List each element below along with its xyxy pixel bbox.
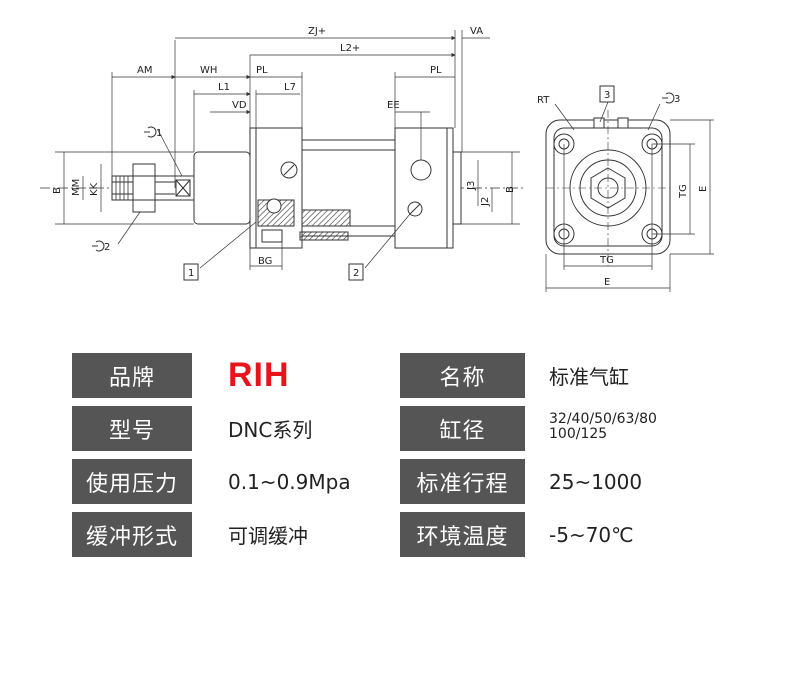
front-dimension-lines <box>545 101 714 292</box>
value-stroke: 25~1000 <box>525 459 728 504</box>
callout-box-1 <box>183 263 199 281</box>
label-temperature: 环境温度 <box>400 512 525 557</box>
value-temperature: -5~70℃ <box>525 512 728 557</box>
brand-logo: RIH <box>228 356 290 394</box>
value-model: DNC系列 <box>192 406 397 451</box>
dim-zj: ZJ+ <box>308 26 326 37</box>
wrench-icon <box>92 240 105 252</box>
spec-row-model: 型号 DNC系列 缸径 32/40/50/63/80 100/125 <box>72 406 728 451</box>
dim-e-vertical: E <box>698 186 709 192</box>
spec-row-pressure: 使用压力 0.1~0.9Mpa 标准行程 25~1000 <box>72 459 728 504</box>
dim-l1: L1 <box>218 82 230 93</box>
wrench-icon <box>144 126 157 138</box>
callout-box-2 <box>348 263 364 281</box>
value-pressure: 0.1~0.9Mpa <box>192 459 397 504</box>
value-bore-line2: 100/125 <box>549 426 608 442</box>
dim-vd: VD <box>232 100 247 111</box>
wrench-label-3: 3 <box>674 94 680 105</box>
front-view <box>545 110 671 266</box>
value-cushion: 可调缓冲 <box>192 512 397 557</box>
side-dimension-lines <box>55 30 520 270</box>
value-brand: RIH <box>192 353 397 398</box>
label-name: 名称 <box>400 353 525 398</box>
dim-am: AM <box>137 65 152 76</box>
label-brand: 品牌 <box>72 353 192 398</box>
label-model: 型号 <box>72 406 192 451</box>
wrench-icon <box>662 92 675 104</box>
dim-pl-right: PL <box>430 65 442 76</box>
wrench-label-1: 1 <box>156 128 162 139</box>
dim-e-horizontal: E <box>604 277 610 288</box>
value-bore: 32/40/50/63/80 100/125 <box>525 406 728 451</box>
callout-box-3 <box>599 85 615 103</box>
dim-kk: KK <box>89 182 100 196</box>
dim-b-left: B <box>52 187 63 194</box>
value-bore-line1: 32/40/50/63/80 <box>549 411 657 427</box>
dim-rt: RT <box>537 95 550 106</box>
side-view <box>40 127 525 249</box>
callout-label-2: 2 <box>353 268 359 279</box>
callout-label-1: 1 <box>188 268 194 279</box>
dim-mm: MM <box>71 179 82 196</box>
label-cushion: 缓冲形式 <box>72 512 192 557</box>
cylinder-technical-drawing: ZJ+ VA L2+ AM WH PL PL L1 L7 VD EE B MM … <box>40 26 714 292</box>
spec-row-cushion: 缓冲形式 可调缓冲 环境温度 -5~70℃ <box>72 512 728 557</box>
dim-tg-horizontal: TG <box>599 255 614 266</box>
dim-b-right: B <box>505 186 516 193</box>
label-bore: 缸径 <box>400 406 525 451</box>
value-name: 标准气缸 <box>525 353 728 398</box>
wrench-label-2: 2 <box>104 242 110 253</box>
dim-j3: J3 <box>466 181 477 191</box>
dim-bg: BG <box>258 256 272 267</box>
dim-va: VA <box>470 26 483 37</box>
label-pressure: 使用压力 <box>72 459 192 504</box>
dim-ee: EE <box>387 100 400 111</box>
dim-tg-vertical: TG <box>678 184 689 199</box>
dim-j2: J2 <box>480 197 491 207</box>
label-stroke: 标准行程 <box>400 459 525 504</box>
dim-wh: WH <box>200 65 217 76</box>
dim-l2: L2+ <box>340 43 360 54</box>
dim-pl-left: PL <box>256 65 268 76</box>
callout-label-3: 3 <box>604 90 610 101</box>
spec-row-brand: 品牌 RIH 名称 标准气缸 <box>72 353 728 398</box>
dim-l7: L7 <box>284 82 296 93</box>
